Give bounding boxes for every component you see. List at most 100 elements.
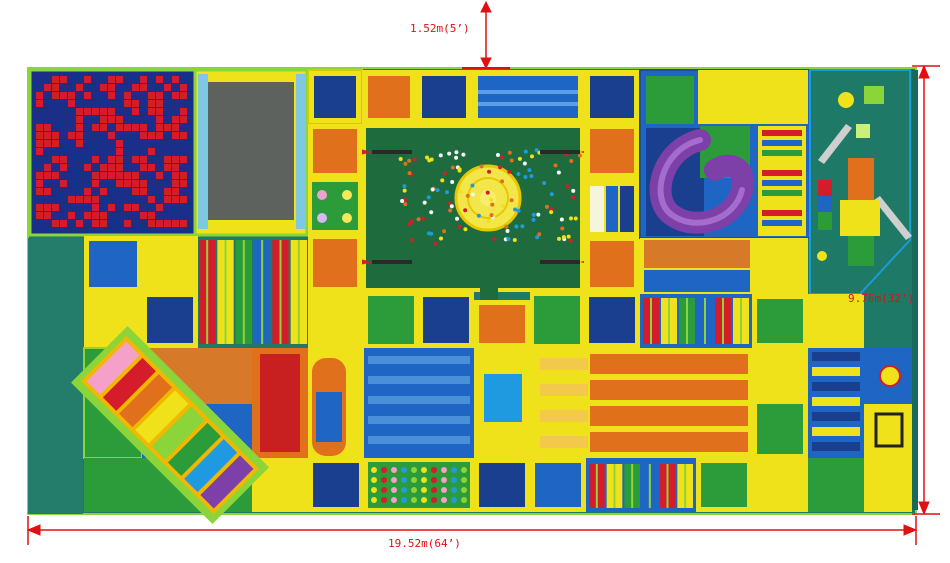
arena-ball [450, 165, 455, 170]
bottom-ball [431, 487, 437, 493]
ball-pit-ball [132, 180, 139, 187]
ball-pit-ball [164, 124, 171, 131]
wave-lane [368, 416, 470, 424]
ball-pit-ball [36, 132, 43, 139]
ball-pit-ball [148, 164, 155, 171]
arena-ball [566, 184, 571, 189]
arena-ball [470, 192, 475, 197]
ball-pit-ball [140, 164, 147, 171]
bottom-ball [441, 467, 447, 473]
climb-step [812, 382, 860, 391]
bottom-ball [441, 487, 447, 493]
ball-pit-ball [76, 196, 83, 203]
arena-ball [500, 203, 505, 208]
ball-pit-ball [52, 132, 59, 139]
arena-ball [422, 200, 427, 205]
ball-pit-ball [140, 132, 147, 139]
ball-pit-ball [44, 204, 51, 211]
arena-ball [449, 204, 454, 209]
rainbow-rung [184, 439, 238, 493]
right-lower-area [640, 294, 912, 512]
ball-pit-ball [108, 92, 115, 99]
ball-pit-ball [108, 156, 115, 163]
bottom-ball [371, 477, 377, 483]
ball-pit-ball [148, 132, 155, 139]
arena-ball [507, 169, 512, 174]
rainbow-rung [135, 390, 189, 444]
climb-step [812, 367, 860, 376]
ball-pit-ball [148, 148, 155, 155]
arena-ball [544, 204, 549, 209]
arena-ball [410, 237, 415, 242]
ball-pit-ball [100, 116, 107, 123]
ball-pit-ball [132, 156, 139, 163]
bottom-row-blocks [308, 458, 808, 512]
arena-ball [457, 224, 462, 229]
ball-pit-ball [52, 220, 59, 227]
slide-lane [590, 354, 748, 374]
ball-pit-ball [180, 196, 187, 203]
ball-pit-ball [92, 156, 99, 163]
climb-step [812, 412, 860, 421]
ladder-rung [762, 190, 802, 196]
ball-pit-ball [92, 204, 99, 211]
bottom-ball [401, 497, 407, 503]
ball-pit-ball [52, 156, 59, 163]
ball-pit-ball [180, 108, 187, 115]
ball-pit-ball [164, 164, 171, 171]
floor-left-strip [28, 238, 83, 514]
arena-ball [527, 168, 532, 173]
ball-pit-ball [172, 188, 179, 195]
arena-ball [523, 175, 528, 180]
ball-pit-ball [140, 84, 147, 91]
ball-pit-ball [116, 164, 123, 171]
ball-pit-ball [180, 132, 187, 139]
ball-pit-ball [60, 164, 67, 171]
ball-pit-ball [148, 220, 155, 227]
ball-pit-ball [164, 188, 171, 195]
ball-pit-ball [52, 172, 59, 179]
ball-pit-ball [116, 76, 123, 83]
arena-ball [458, 189, 463, 194]
ball-pit-ball [92, 212, 99, 219]
arena-ball [535, 235, 540, 240]
ball-pit-ball [60, 180, 67, 187]
bottom-ball [381, 497, 387, 503]
arena-ball [407, 171, 412, 176]
jump-lane-divider [704, 298, 706, 344]
ball-pit-ball [156, 76, 163, 83]
arena-ball [425, 155, 430, 160]
arena-ball [457, 167, 462, 172]
arena-ball [556, 170, 561, 175]
arena-ball [400, 198, 405, 203]
bottom-ball [461, 487, 467, 493]
ball-pit-ball [148, 196, 155, 203]
ball-pit-ball [116, 180, 123, 187]
arena-ball [402, 188, 407, 193]
ball-pit-ball [100, 212, 107, 219]
ball-pit-ball [116, 124, 123, 131]
ball-pit-ball [180, 220, 187, 227]
arena-ball [522, 161, 527, 166]
arena-ball [571, 188, 576, 193]
ball-pit-ball [148, 108, 155, 115]
ball-pit-ball [164, 84, 171, 91]
arena-ball [435, 188, 440, 193]
arena-ball [454, 150, 459, 155]
trampoline [193, 68, 309, 237]
ball-pit-ball [92, 180, 99, 187]
arena-ball [490, 202, 495, 207]
ball-pit-ball [44, 212, 51, 219]
slide-lane [590, 380, 748, 400]
ball-pit-ball [76, 116, 83, 123]
ball-pit-ball [84, 76, 91, 83]
arena-ball [407, 221, 412, 226]
wave-slides [308, 292, 752, 458]
ball-pit-ball [36, 140, 43, 147]
arena-ball [560, 226, 565, 231]
ball-pit-ball [44, 140, 51, 147]
ball-pit-ball [124, 100, 131, 107]
ball-pit-ball [36, 124, 43, 131]
ball-pit-ball [116, 156, 123, 163]
ball-pit-ball [36, 204, 43, 211]
